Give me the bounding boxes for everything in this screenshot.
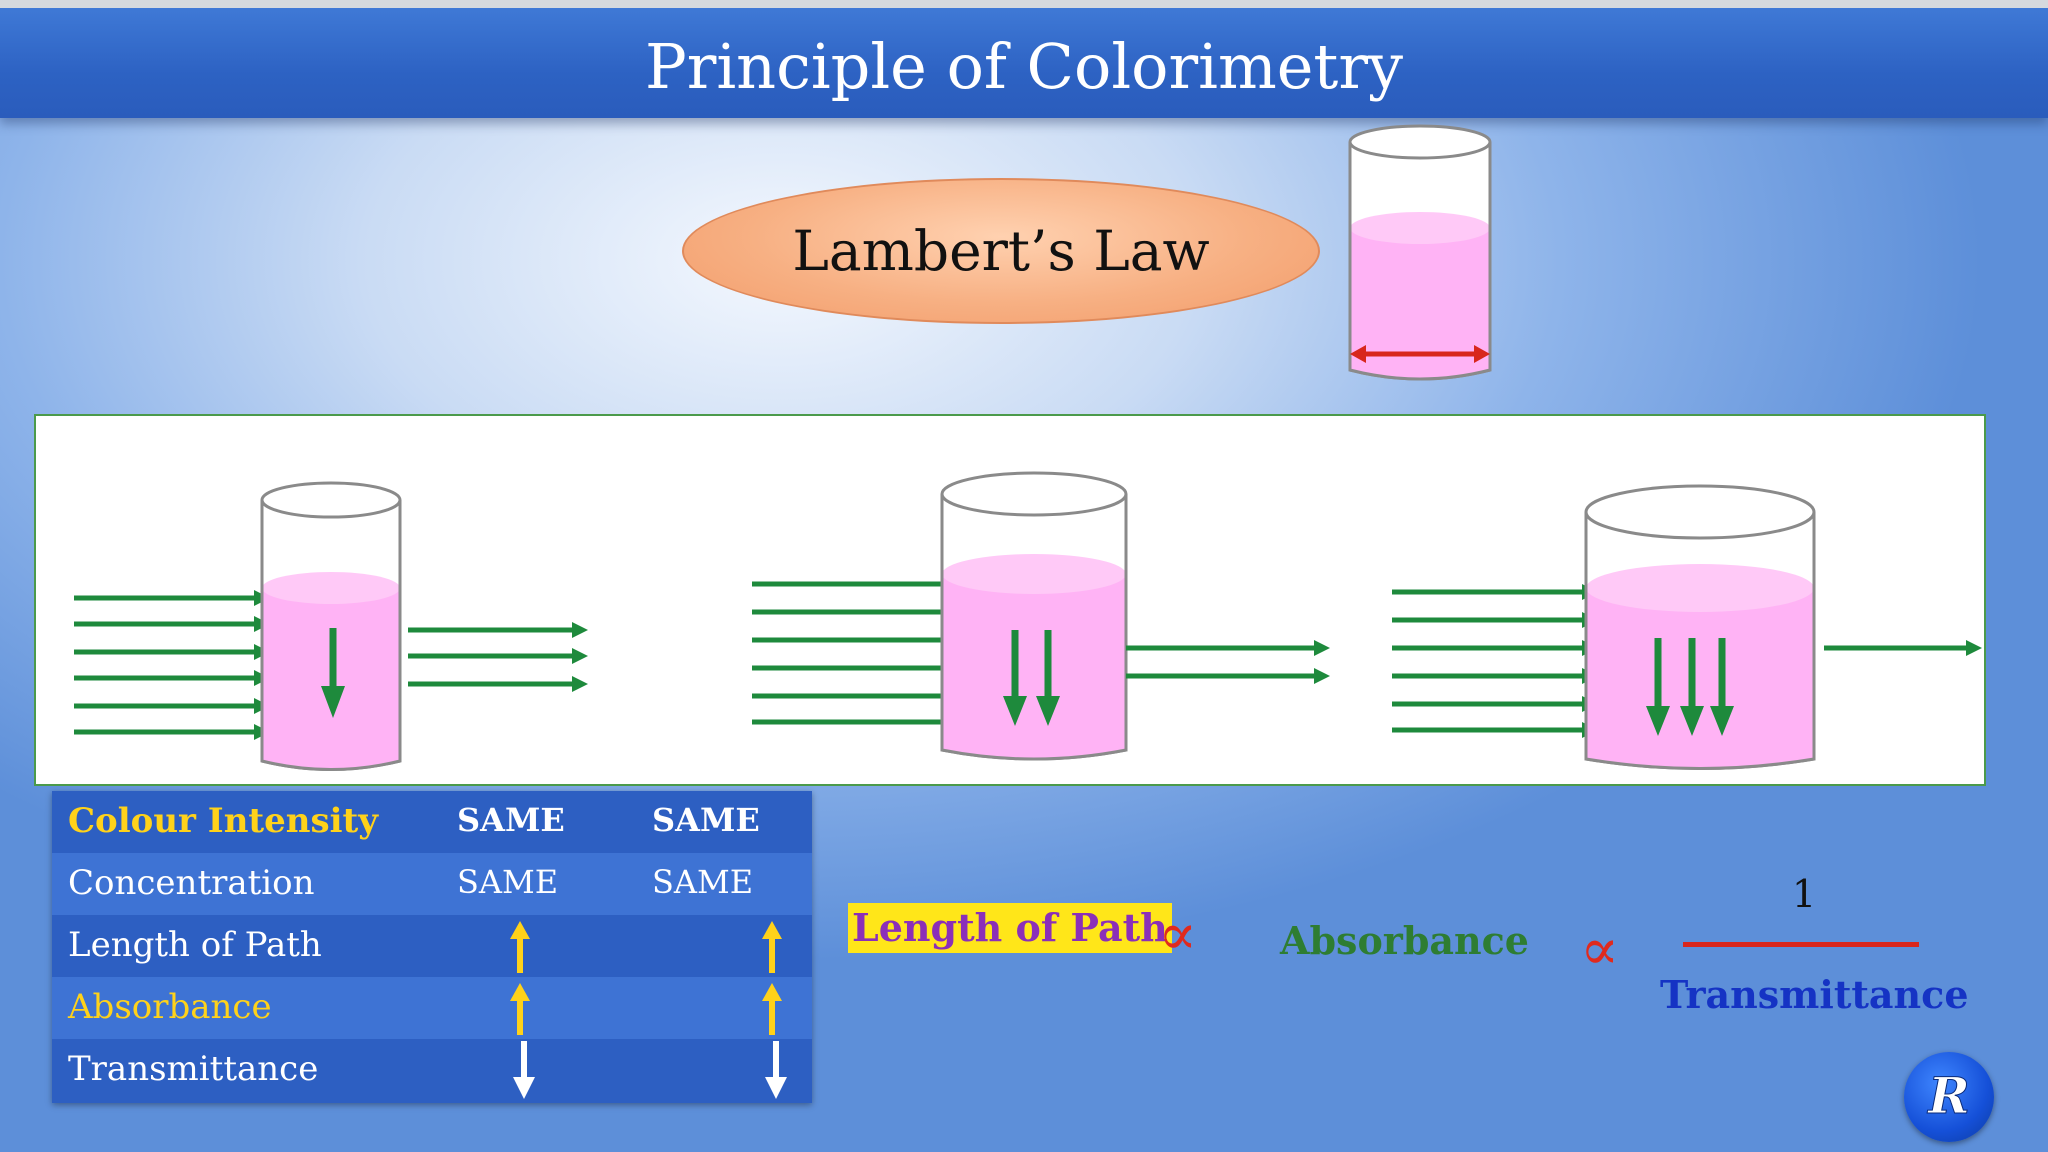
row-value: SAME xyxy=(457,801,565,839)
beaker-narrow xyxy=(74,481,588,771)
table-row: Colour Intensity SAME SAME xyxy=(52,791,812,856)
table-row: Absorbance xyxy=(52,977,812,1039)
path-length-beaker xyxy=(1340,120,1500,394)
comparison-table: Colour Intensity SAME SAME Concentration… xyxy=(52,791,812,1103)
table-row: Transmittance xyxy=(52,1039,812,1103)
row-label: Transmittance xyxy=(68,1049,319,1089)
row-value: SAME xyxy=(652,863,754,901)
formula-absorbance: Absorbance xyxy=(1280,918,1529,963)
row-label: Length of Path xyxy=(68,925,322,965)
beaker-wide xyxy=(1392,484,1982,770)
table-row: Concentration SAME SAME xyxy=(52,853,812,915)
law-ellipse: Lambert’s Law xyxy=(682,178,1320,324)
fraction-numerator: 1 xyxy=(1792,872,1817,916)
proportional-symbol: ∝ xyxy=(1580,915,1620,983)
up-arrow-icon xyxy=(510,983,530,1035)
title-bar: Principle of Colorimetry xyxy=(0,0,2048,118)
down-arrow-icon xyxy=(513,1041,535,1099)
law-name: Lambert’s Law xyxy=(792,219,1210,283)
slide-title: Principle of Colorimetry xyxy=(644,30,1404,103)
row-label: Concentration xyxy=(68,863,315,903)
channel-logo: R xyxy=(1904,1052,1994,1142)
formula-length-of-path: Length of Path xyxy=(848,903,1172,953)
logo-r-icon: R xyxy=(1926,1067,1971,1126)
proportional-symbol: ∝ xyxy=(1158,900,1198,968)
fraction-denominator: Transmittance xyxy=(1660,972,1969,1017)
fraction-bar xyxy=(1683,942,1919,947)
row-value: SAME xyxy=(457,863,559,901)
table-row: Length of Path xyxy=(52,915,812,977)
up-arrow-icon xyxy=(762,983,782,1035)
row-label: Colour Intensity xyxy=(68,801,379,841)
beaker-medium xyxy=(752,471,1330,761)
beaker-panel xyxy=(34,414,1986,786)
down-arrow-icon xyxy=(765,1041,787,1099)
row-label: Absorbance xyxy=(68,987,272,1027)
svg-text:R: R xyxy=(1926,1067,1970,1125)
path-length-arrow-icon xyxy=(1350,345,1490,363)
up-arrow-icon xyxy=(510,921,530,973)
up-arrow-icon xyxy=(762,921,782,973)
row-value: SAME xyxy=(652,801,760,839)
